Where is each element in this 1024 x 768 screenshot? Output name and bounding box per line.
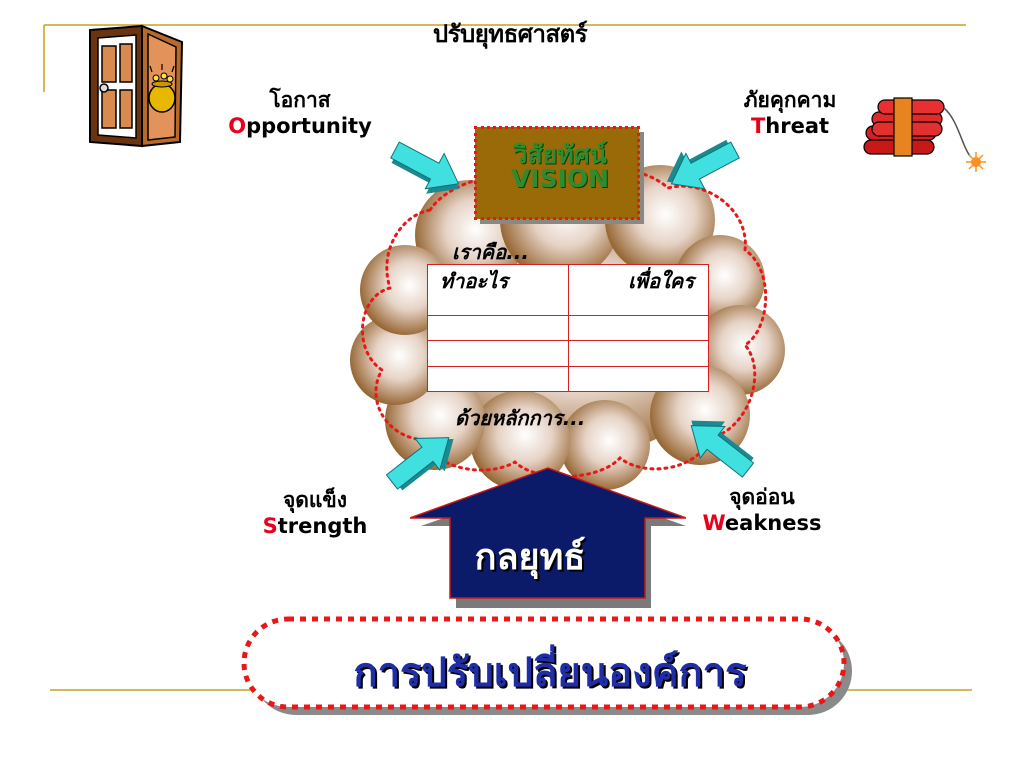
- vision-en: VISION: [510, 164, 610, 193]
- table-cell: [427, 365, 569, 393]
- weakness-label: จุดอ่อน Weakness: [662, 484, 862, 536]
- strength-label: จุดแข็ง Strength: [215, 487, 415, 539]
- strength-arrow-icon: [379, 419, 467, 502]
- opportunity-rest: pportunity: [246, 114, 372, 138]
- opportunity-initial: O: [228, 114, 247, 138]
- opportunity-thai: โอกาส: [269, 88, 331, 112]
- opportunity-arrow-icon: [383, 131, 472, 207]
- weakness-arrow-icon: [676, 404, 764, 487]
- table-row: [427, 365, 709, 393]
- strength-initial: S: [262, 514, 278, 538]
- threat-rest: hreat: [765, 114, 830, 138]
- dynamite-icon: [863, 97, 986, 172]
- vision-box: [474, 126, 640, 220]
- strength-thai: จุดแข็ง: [282, 488, 348, 512]
- opportunity-label: โอกาส Opportunity: [200, 87, 400, 139]
- weakness-initial: W: [702, 511, 725, 535]
- table-cell: [567, 365, 709, 393]
- col-whom: เพื่อใคร: [567, 264, 709, 316]
- slide-title: ปรับยุทธศาสตร์: [432, 20, 588, 48]
- threat-initial: T: [750, 114, 766, 138]
- weakness-thai: จุดอ่อน: [729, 485, 795, 509]
- by-principle-text: ด้วยหลักการ...: [455, 406, 586, 430]
- threat-arrow-icon: [657, 128, 745, 204]
- vision-thai: วิสัยทัศน์: [513, 140, 607, 169]
- door-with-treasure-icon: [89, 24, 184, 148]
- org-change-box: [241, 616, 847, 710]
- strategy-arrow-icon: [409, 467, 687, 599]
- col-what: ทำอะไร: [427, 264, 569, 316]
- strength-rest: trength: [277, 514, 368, 538]
- vision-text: วิสัยทัศน์ VISION: [485, 140, 635, 193]
- table-cell: [427, 340, 569, 367]
- we-are-text: เราคือ...: [452, 240, 529, 264]
- what-for-whom-table: ทำอะไร เพื่อใคร: [427, 264, 709, 393]
- weakness-rest: eakness: [724, 511, 822, 535]
- table-cell: [427, 314, 569, 342]
- threat-label: ภัยคุกคาม Threat: [690, 87, 890, 139]
- threat-thai: ภัยคุกคาม: [743, 88, 837, 112]
- org-change-text: การปรับเปลี่ยนองค์การ: [353, 650, 747, 696]
- table-header-row: ทำอะไร เพื่อใคร: [427, 264, 709, 316]
- table-row: [427, 314, 709, 342]
- strategy-text: กลยุทธ์: [474, 537, 586, 578]
